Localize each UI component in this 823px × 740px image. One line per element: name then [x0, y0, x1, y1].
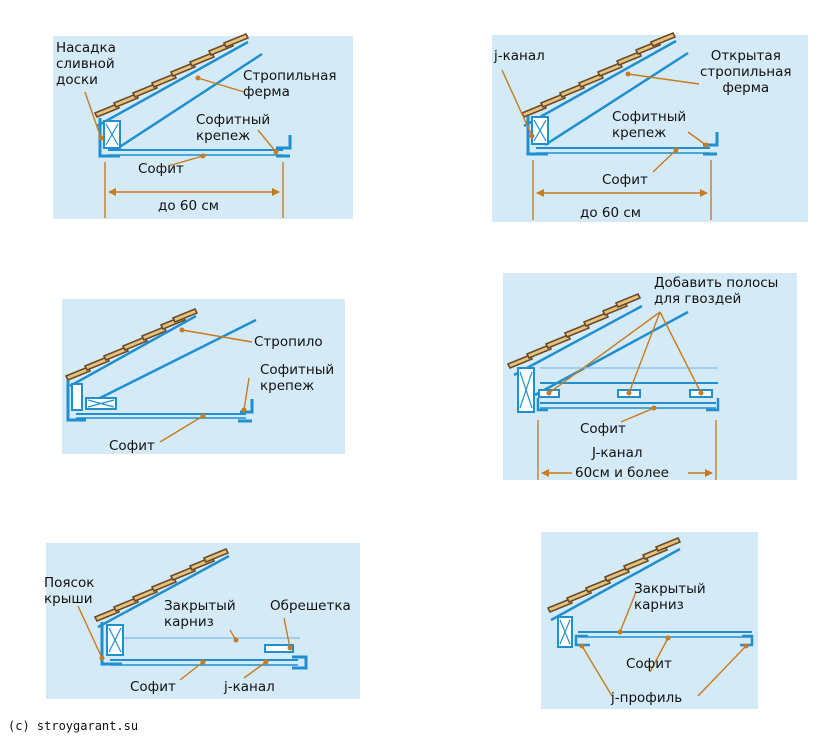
diagram-4-panel — [503, 273, 797, 480]
label-soffit: Софит — [602, 172, 648, 188]
label-soffit: Софит — [626, 656, 672, 672]
label-soffit: Софит — [130, 679, 176, 695]
label-soffit: Софит — [580, 421, 626, 437]
label-span: 60см и более — [575, 465, 669, 481]
roof-shingles — [65, 308, 198, 381]
label-open-truss: Открытая стропильная ферма — [700, 48, 792, 96]
label-soffit-fastener: Софитный крепеж — [612, 109, 687, 141]
label-truss: Стропильная ферма — [243, 68, 337, 100]
label-soffit: Софит — [138, 161, 184, 177]
label-span: до 60 см — [158, 198, 219, 214]
diagram-1-drawing — [84, 33, 292, 218]
label-batten: Обрешетка — [270, 598, 351, 614]
label-j-channel: j-канал — [224, 679, 275, 695]
label-closed-eave: Закрытый карниз — [634, 581, 706, 613]
diagram-4-drawing — [507, 293, 720, 480]
label-nail-strips: Добавить полосы для гвоздей — [654, 275, 779, 307]
diagram-5-drawing — [77, 548, 308, 681]
label-soffit-fastener: Софитный крепеж — [196, 112, 271, 144]
label-soffit-fastener: Софитный крепеж — [260, 362, 335, 394]
label-closed-eave: Закрытый карниз — [164, 598, 236, 630]
label-rafter: Стропило — [254, 334, 323, 350]
label-roof-strip: Поясок крыши — [44, 575, 95, 607]
diagram-6-panel — [541, 532, 758, 709]
label-fascia-cap: Насадка сливной доски — [56, 40, 116, 88]
diagram-6-drawing — [547, 537, 754, 697]
credit-text: (c) stroygarant.su — [8, 719, 139, 733]
roof-shingles — [507, 293, 641, 369]
label-j-profile: j-профиль — [611, 690, 683, 706]
label-j-channel: j-канал — [494, 48, 545, 64]
label-soffit: Софит — [109, 438, 155, 454]
diagram-2-drawing — [501, 32, 719, 220]
diagram-3-drawing — [65, 308, 257, 443]
label-j-channel: J-канал — [592, 445, 643, 461]
diagram-3-panel — [62, 299, 345, 454]
label-span: до 60 см — [580, 205, 641, 221]
roof-shingles — [94, 33, 249, 118]
